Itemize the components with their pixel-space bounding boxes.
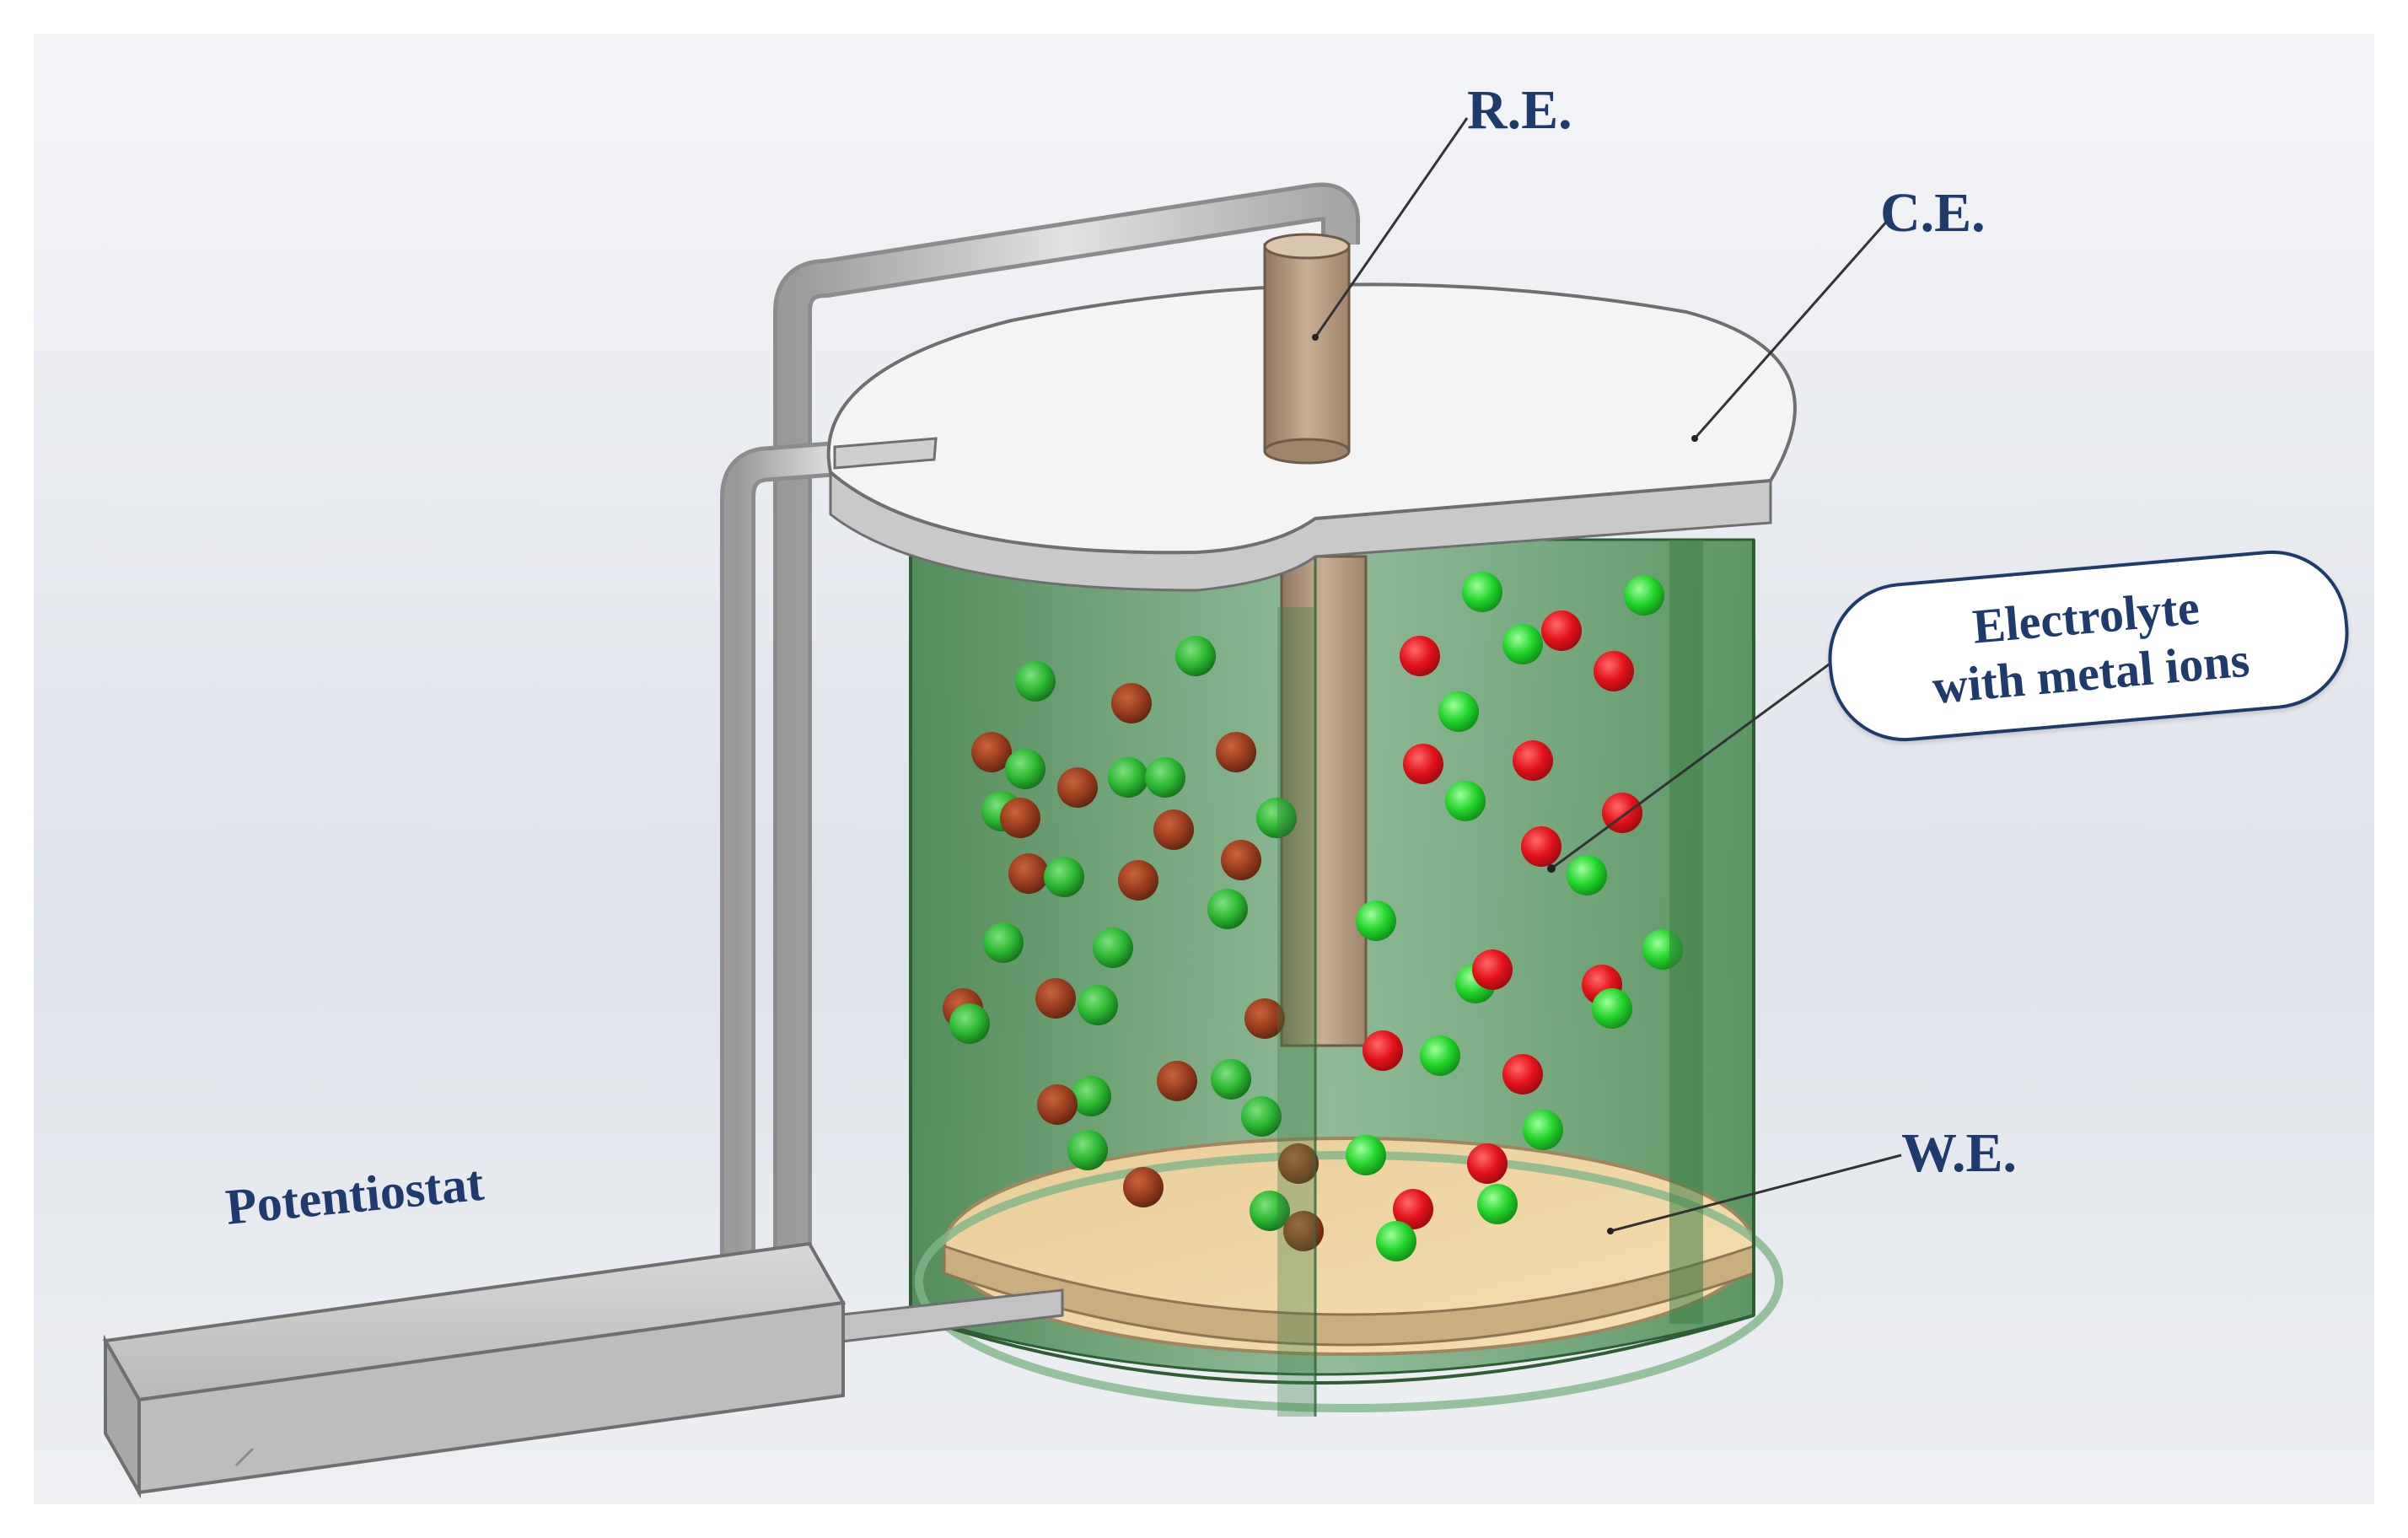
red-ion: [1153, 809, 1194, 850]
red-ion: [1403, 744, 1443, 784]
green-ion: [1241, 1096, 1282, 1137]
red-ion: [1157, 1061, 1197, 1101]
green-ion: [1445, 781, 1486, 821]
reference-electrode-rod: [1280, 555, 1368, 1047]
red-ion: [1513, 740, 1553, 781]
green-ion: [1462, 572, 1502, 612]
red-ion: [1216, 732, 1256, 772]
reference-electrode-label: R.E.: [1467, 79, 1572, 141]
red-ion: [1037, 1084, 1078, 1125]
potentiostat-box: [102, 1241, 847, 1499]
green-ion: [1346, 1135, 1386, 1175]
green-ion: [1250, 1191, 1290, 1231]
green-ion: [1376, 1221, 1416, 1261]
green-ion: [1015, 661, 1056, 702]
green-ion: [1420, 1035, 1460, 1076]
green-ion: [1256, 798, 1297, 838]
red-ion: [1283, 1211, 1324, 1251]
red-ion: [1521, 826, 1561, 867]
red-ion: [1467, 1143, 1508, 1184]
red-ion: [1221, 840, 1261, 880]
green-ion: [1356, 901, 1396, 941]
green-ion: [1438, 691, 1479, 732]
green-ion: [1093, 928, 1133, 968]
green-ion: [1078, 985, 1118, 1025]
green-ion: [1145, 757, 1185, 798]
red-ion: [1502, 1054, 1543, 1094]
green-ion: [1592, 988, 1632, 1029]
red-ion: [1472, 949, 1513, 990]
leader-ce: [1693, 218, 1890, 439]
red-ion: [1363, 1030, 1403, 1071]
leader-we: [1610, 1154, 1902, 1233]
green-ion: [983, 922, 1024, 963]
green-ion: [1567, 855, 1607, 895]
reference-electrode-cap: [1263, 243, 1351, 453]
green-ion: [1044, 857, 1084, 897]
red-ion: [1000, 798, 1040, 838]
green-ion: [1523, 1110, 1563, 1150]
red-ion: [1400, 636, 1440, 676]
red-ion: [1393, 1189, 1433, 1229]
red-ion: [1594, 651, 1634, 691]
green-ion: [1005, 749, 1045, 789]
red-ion: [1008, 853, 1049, 894]
red-ion: [1057, 767, 1098, 808]
green-ion: [1624, 575, 1664, 616]
red-ion: [1118, 860, 1158, 901]
green-ion: [1175, 636, 1216, 676]
green-ion: [1067, 1130, 1108, 1170]
green-ion: [1211, 1059, 1251, 1100]
green-ion: [1108, 757, 1148, 798]
red-ion: [1123, 1167, 1164, 1207]
green-ion: [949, 1003, 990, 1044]
metal-ions: [943, 572, 1683, 1261]
red-ion: [1541, 610, 1582, 651]
red-ion: [1244, 998, 1285, 1039]
red-ion: [971, 732, 1012, 772]
red-ion: [1111, 683, 1152, 723]
green-ion: [1207, 889, 1248, 929]
leader-re: [1314, 117, 1469, 338]
red-ion: [1278, 1143, 1319, 1184]
working-electrode-label: W.E.: [1901, 1122, 2017, 1184]
red-ion: [1035, 978, 1076, 1019]
green-ion: [1502, 624, 1543, 664]
green-ion: [1477, 1184, 1518, 1224]
counter-electrode-label: C.E.: [1880, 182, 1986, 244]
green-ion: [1071, 1076, 1111, 1116]
leader-lines: [1314, 117, 1902, 1233]
leader-electrolyte: [1551, 656, 1839, 870]
